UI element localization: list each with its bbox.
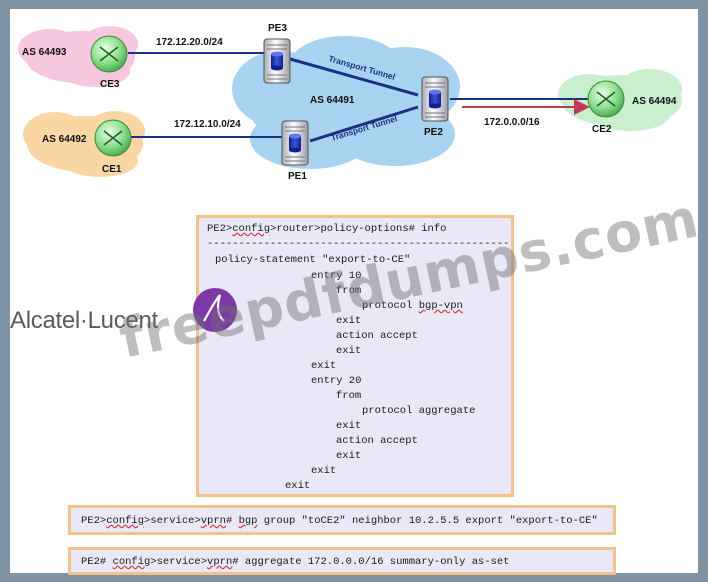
alcatel-lucent-logo-icon [193,288,237,332]
ce3-router [90,35,128,73]
ce1-as-label: AS 64492 [42,134,87,145]
ce1-label: CE1 [102,164,122,175]
config-line: policy-statement "export-to-CE" [215,254,411,266]
ce3-label: CE3 [100,79,120,90]
config-line: entry 10 [311,270,362,282]
core-as-label: AS 64491 [310,95,355,106]
ce1-pe1-subnet-label: 172.12.10.0/24 [174,119,241,130]
ce3-as-label: AS 64493 [22,47,67,58]
aggregate-command-box: PE2# config>service>vprn# aggregate 172.… [68,547,616,575]
config-prompt-line: PE2>config>router>policy-options# info [207,223,447,235]
figure-frame: AS 64493 CE3 AS 64492 CE1 AS 64494 CE2 P… [10,9,704,575]
link-pe3-pe2 [289,57,419,97]
bgp-export-command-box: PE2>config>service>vprn# bgp group "toCE… [68,505,616,535]
network-topology-diagram: AS 64493 CE3 AS 64492 CE1 AS 64494 CE2 P… [18,23,682,182]
config-line: exit [285,480,311,492]
config-line: from [336,390,362,402]
policy-config-box: PE2>config>router>policy-options# info -… [196,215,514,497]
pe3-router [263,38,291,84]
config-line: action accept [336,435,418,447]
config-line: protocol bgp-vpn [362,300,463,312]
config-separator: ----------------------------------------… [207,238,510,250]
config-line: exit [336,315,362,327]
link-pe1-pe2 [309,105,419,143]
ce1-router [94,119,132,157]
config-line: exit [311,465,337,477]
pe2-ce2-subnet-label: 172.0.0.0/16 [484,117,540,128]
ce3-pe3-subnet-label: 172.12.20.0/24 [156,37,223,48]
config-line: exit [311,360,337,372]
config-line: exit [336,345,362,357]
pe2-router [421,76,449,122]
config-line: entry 20 [311,375,362,387]
alcatel-lucent-logo-text: Alcatel·Lucent [10,307,158,334]
ce2-router [587,80,625,118]
pe1-label: PE1 [288,171,307,182]
pe3-label: PE3 [268,23,287,34]
config-line: action accept [336,330,418,342]
pe1-router [281,120,309,166]
pe2-label: PE2 [424,127,443,138]
ce2-label: CE2 [592,124,612,135]
config-line: exit [336,450,362,462]
config-line: exit [336,420,362,432]
config-line: from [336,285,362,297]
config-line: protocol aggregate [362,405,476,417]
ce2-as-label: AS 64494 [632,96,677,107]
